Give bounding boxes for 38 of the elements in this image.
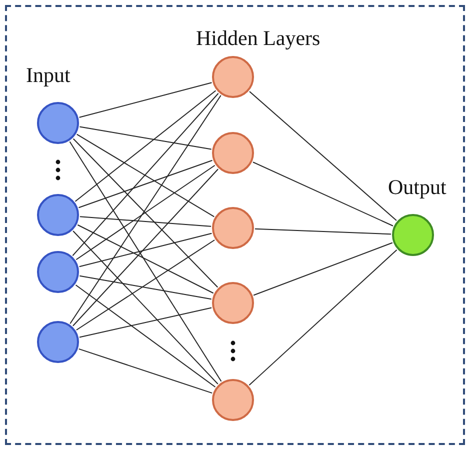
layer-label: Hidden Layers bbox=[196, 26, 320, 50]
hidden-neuron bbox=[212, 207, 254, 249]
connection-line bbox=[72, 92, 219, 256]
connection-line bbox=[74, 90, 216, 202]
input-neuron bbox=[37, 194, 79, 236]
connection-line bbox=[69, 141, 222, 382]
input-neuron bbox=[37, 251, 79, 293]
connection-line bbox=[249, 91, 397, 221]
connection-line bbox=[76, 240, 216, 330]
connection-line bbox=[72, 138, 218, 288]
connection-line bbox=[79, 126, 212, 150]
hidden-neuron bbox=[212, 56, 254, 98]
layer-label: Input bbox=[26, 62, 70, 88]
connection-line bbox=[72, 168, 219, 326]
connection-line bbox=[78, 82, 212, 118]
hidden-neuron bbox=[212, 132, 254, 174]
layer-label: Output bbox=[388, 174, 446, 200]
connection-line bbox=[75, 284, 216, 388]
connection-line bbox=[76, 134, 215, 218]
input-neuron bbox=[37, 321, 79, 363]
connection-line bbox=[77, 224, 214, 294]
hidden-neuron bbox=[212, 379, 254, 421]
connection-line bbox=[79, 216, 212, 227]
connection-line bbox=[252, 162, 394, 226]
connection-line bbox=[76, 164, 216, 260]
connection-line bbox=[254, 228, 392, 235]
connection-line bbox=[78, 160, 213, 208]
input-neuron bbox=[37, 102, 79, 144]
hidden-neuron bbox=[212, 282, 254, 324]
connection-line bbox=[248, 249, 398, 386]
connection-line bbox=[72, 230, 218, 385]
connection-line bbox=[78, 348, 213, 394]
connection-line bbox=[79, 275, 212, 300]
connection-line bbox=[78, 232, 212, 268]
connection-line bbox=[253, 242, 393, 296]
connection-line bbox=[70, 94, 222, 324]
connection-line bbox=[78, 307, 212, 338]
output-neuron bbox=[392, 214, 434, 256]
